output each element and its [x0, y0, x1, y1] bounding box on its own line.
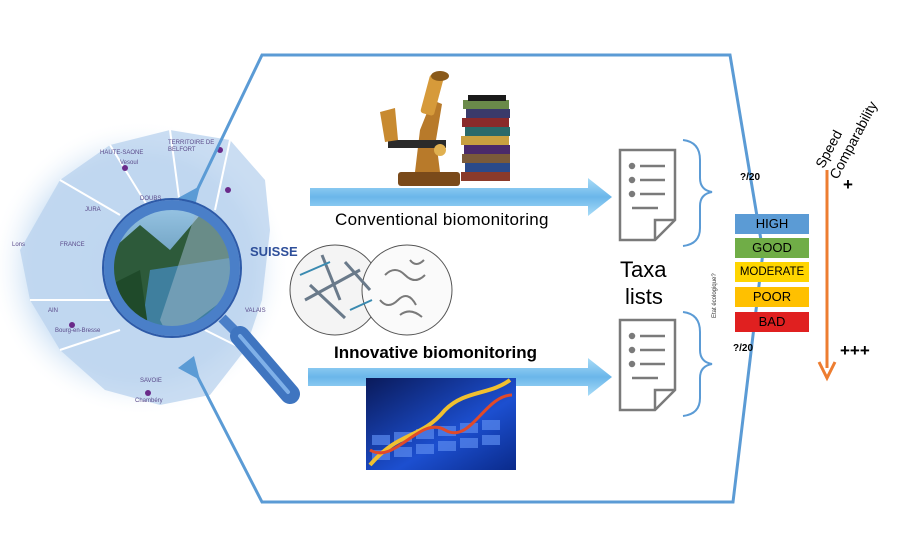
diatom-icon — [289, 244, 453, 336]
plus-top: + — [843, 175, 853, 194]
dna-keyboard-icon — [366, 378, 516, 470]
books-icon — [461, 95, 510, 181]
status-high: HIGH — [735, 214, 809, 234]
map-label: JURA — [85, 207, 101, 213]
map-label: VALAIS — [245, 308, 266, 314]
conventional-label: Conventional biomonitoring — [335, 210, 549, 229]
bracket-icon — [682, 139, 713, 247]
lists-label: lists — [625, 284, 663, 309]
map-label: TERRITOIRE DE BELFORT — [168, 140, 215, 153]
score-top: ?/20 — [740, 172, 761, 183]
taxa-label: Taxa — [620, 257, 667, 282]
innovative-arrow — [308, 358, 612, 396]
innovative-label: Innovative biomonitoring — [334, 343, 538, 362]
map-label: DOUBS — [140, 196, 162, 202]
status-good: GOOD — [735, 238, 809, 258]
country-label: SUISSE — [250, 244, 298, 259]
speed-comparability-arrow — [817, 170, 837, 382]
status-moderate: MODERATE — [735, 262, 809, 282]
map-label: Bourg-en-Bresse — [55, 328, 101, 334]
etat-label: Etat écologique? — [712, 273, 718, 318]
bracket-icon — [682, 311, 713, 417]
conventional-arrow — [310, 178, 612, 216]
document-icon — [618, 318, 677, 412]
map-label: Chambéry — [135, 398, 163, 404]
map-label: HAUTE-SAONE — [100, 150, 144, 156]
map-label: Lons — [12, 242, 26, 248]
document-icon — [618, 148, 677, 242]
map-label: Vesoul — [120, 160, 139, 166]
status-poor: POOR — [735, 287, 809, 307]
map-label: SAVOIE — [140, 378, 162, 384]
status-bad: BAD — [735, 312, 809, 332]
map-label: FRANCE — [60, 242, 85, 248]
score-bottom: ?/20 — [733, 343, 754, 354]
map-label: AIN — [48, 308, 59, 314]
frame-arrowhead-bottom — [178, 356, 200, 380]
plus-bottom: +++ — [840, 341, 870, 360]
microscope-icon — [380, 71, 460, 186]
